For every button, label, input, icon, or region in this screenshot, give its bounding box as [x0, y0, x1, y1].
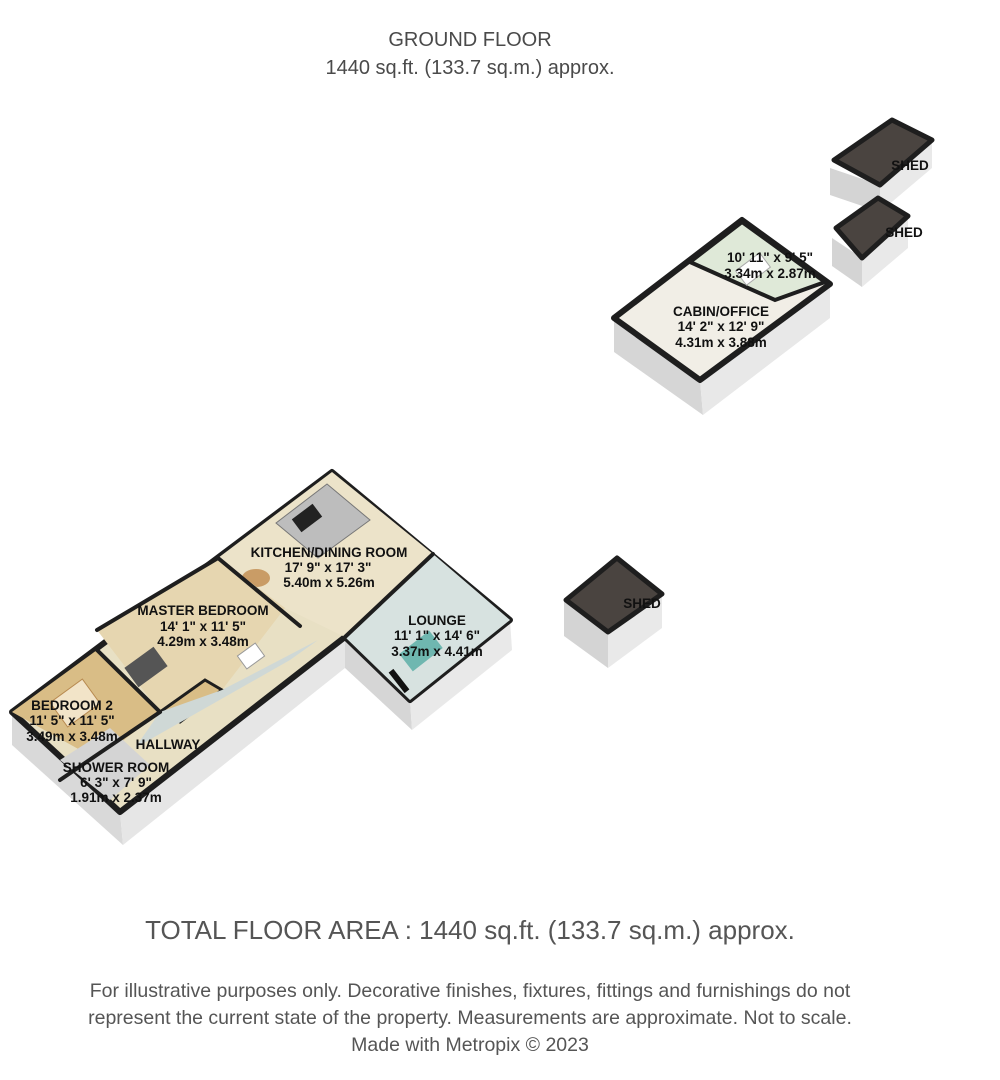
- shed2-wall-left: [832, 238, 862, 287]
- house-wall-front-left: [12, 712, 123, 845]
- master-label: MASTER BEDROOM: [137, 603, 268, 618]
- cabin-desk: [734, 252, 772, 286]
- tv-unit: [388, 668, 410, 694]
- master-sink: [236, 642, 266, 670]
- wall-master-top: [95, 556, 220, 632]
- cabin-imperial: 14' 2" x 12' 9": [678, 319, 765, 334]
- lounge-metric: 3.37m x 4.41m: [391, 644, 483, 659]
- master-bed: [124, 646, 168, 688]
- shower-label: SHOWER ROOM: [63, 760, 170, 775]
- master-imperial: 14' 1" x 11' 5": [160, 619, 246, 634]
- shed1-label: SHED: [891, 158, 929, 173]
- lounge-wall-left: [345, 637, 412, 730]
- cabin-annex-imperial: 10' 11" x 9' 5": [727, 250, 813, 265]
- shed2-floor: [833, 195, 911, 261]
- lounge-floor: [345, 554, 510, 700]
- shed3-wall-front: [608, 594, 662, 668]
- cabin-metric: 4.31m x 3.88m: [675, 335, 767, 350]
- house-wall-front: [120, 637, 345, 845]
- shower-metric: 1.91m x 2.37m: [70, 790, 162, 805]
- floor-area: 1440 sq.ft. (133.7 sq.m.) approx.: [325, 57, 615, 79]
- main-house: [9, 469, 513, 845]
- disclaimer: For illustrative purposes only. Decorati…: [20, 978, 920, 1059]
- floor-title: GROUND FLOOR: [388, 29, 552, 51]
- bedroom2-bed: [49, 678, 101, 728]
- shed1-wall-left: [830, 168, 880, 212]
- wall-kitchen-master: [216, 556, 302, 628]
- shed2-label: SHED: [885, 225, 923, 240]
- room-labels: KITCHEN/DINING ROOM 17' 9" x 17' 3" 5.40…: [26, 158, 929, 805]
- lounge-imperial: 11' 1" x 14' 6": [394, 628, 480, 643]
- shed1-wall-front: [880, 140, 932, 212]
- shower-imperial: 6' 3" x 7' 9": [80, 775, 152, 790]
- cabin-office: [611, 217, 833, 415]
- wall-bed2-master: [95, 648, 162, 714]
- cabin-label: CABIN/OFFICE: [673, 304, 769, 319]
- kitchen-counter: [275, 483, 371, 559]
- kitchen-metric: 5.40m x 5.26m: [283, 575, 375, 590]
- hallway-floor: [135, 640, 318, 748]
- credit: Made with Metropix © 2023: [351, 1034, 589, 1056]
- shed1-floor: [831, 117, 935, 188]
- cabin-annex-metric: 3.34m x 2.87m: [724, 266, 816, 281]
- shed3-wall-left: [564, 600, 608, 668]
- hallway-label: HALLWAY: [136, 737, 201, 752]
- disclaimer-line-2: represent the current state of the prope…: [88, 1007, 852, 1029]
- kitchen-label: KITCHEN/DINING ROOM: [251, 545, 408, 560]
- shed3-floor: [563, 555, 665, 635]
- cabin-wall-left: [614, 318, 703, 415]
- kitchen-imperial: 17' 9" x 17' 3": [285, 560, 372, 575]
- lounge-sofa: [399, 630, 443, 672]
- shed-3: [563, 555, 665, 668]
- floor-plan: KITCHEN/DINING ROOM 17' 9" x 17' 3" 5.40…: [9, 117, 935, 845]
- master-metric: 4.29m x 3.48m: [157, 634, 249, 649]
- bedroom2-imperial: 11' 5" x 11' 5": [29, 713, 114, 728]
- hob: [291, 503, 323, 533]
- wall-kitchen-lounge: [343, 552, 435, 639]
- shower-room-floor: [60, 728, 150, 800]
- bedroom2-metric: 3.49m x 3.48m: [26, 729, 118, 744]
- lounge-label: LOUNGE: [408, 613, 466, 628]
- disclaimer-line-1: For illustrative purposes only. Decorati…: [89, 980, 851, 1002]
- cabin-wall-front: [700, 284, 830, 415]
- kitchen-floor: [218, 472, 433, 637]
- lounge-wall-front: [410, 620, 512, 730]
- shed-1: [830, 117, 935, 212]
- total-floor-area: TOTAL FLOOR AREA : 1440 sq.ft. (133.7 sq…: [145, 915, 795, 945]
- shed3-label: SHED: [623, 596, 661, 611]
- shed2-wall-front: [862, 216, 908, 287]
- shed-2: [832, 195, 911, 287]
- bedroom2-label: BEDROOM 2: [31, 698, 113, 713]
- wall-bed2-shower: [58, 710, 162, 782]
